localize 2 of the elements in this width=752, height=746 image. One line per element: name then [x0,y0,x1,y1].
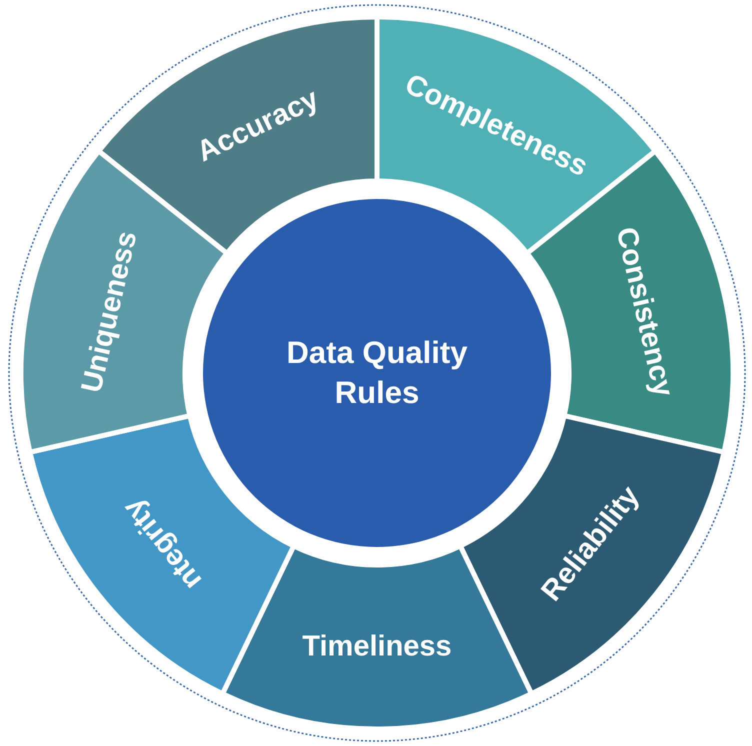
segment-label: Timeliness [302,632,452,662]
center-title: Data Quality Rules [286,334,468,412]
